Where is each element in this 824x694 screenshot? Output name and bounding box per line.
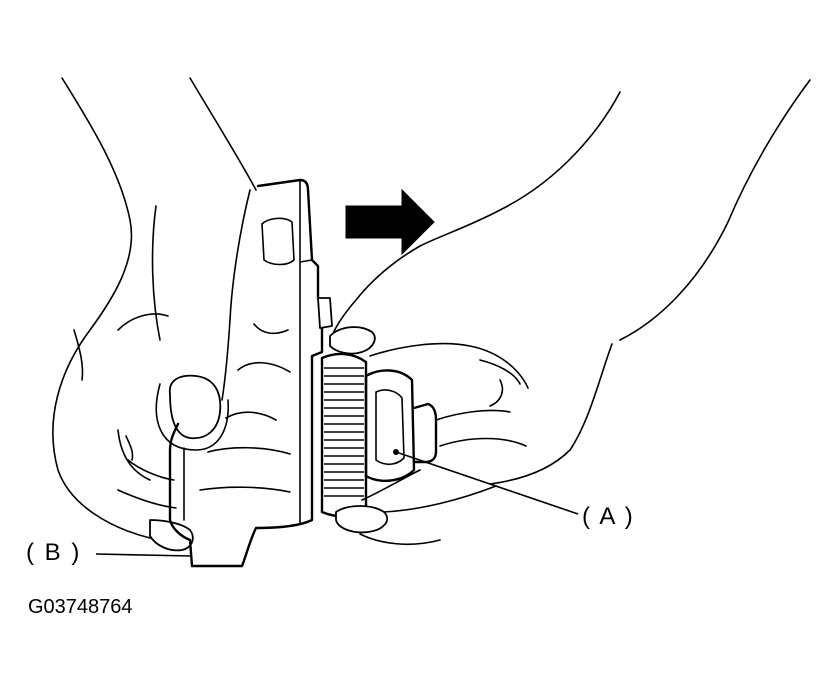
figure-id: G03748764 — [28, 596, 133, 618]
right-arrow-icon — [345, 188, 435, 256]
callout-b-leader — [95, 553, 193, 557]
pump-housing — [168, 178, 333, 568]
callout-a-label: ( A ) — [582, 503, 635, 530]
callout-b-label: ( B ) — [26, 539, 81, 566]
right-hand — [329, 79, 811, 546]
callout-a-leader — [395, 451, 579, 515]
sprocket-gear — [320, 352, 438, 518]
gear-teeth — [324, 367, 364, 497]
left-hand — [52, 77, 257, 552]
